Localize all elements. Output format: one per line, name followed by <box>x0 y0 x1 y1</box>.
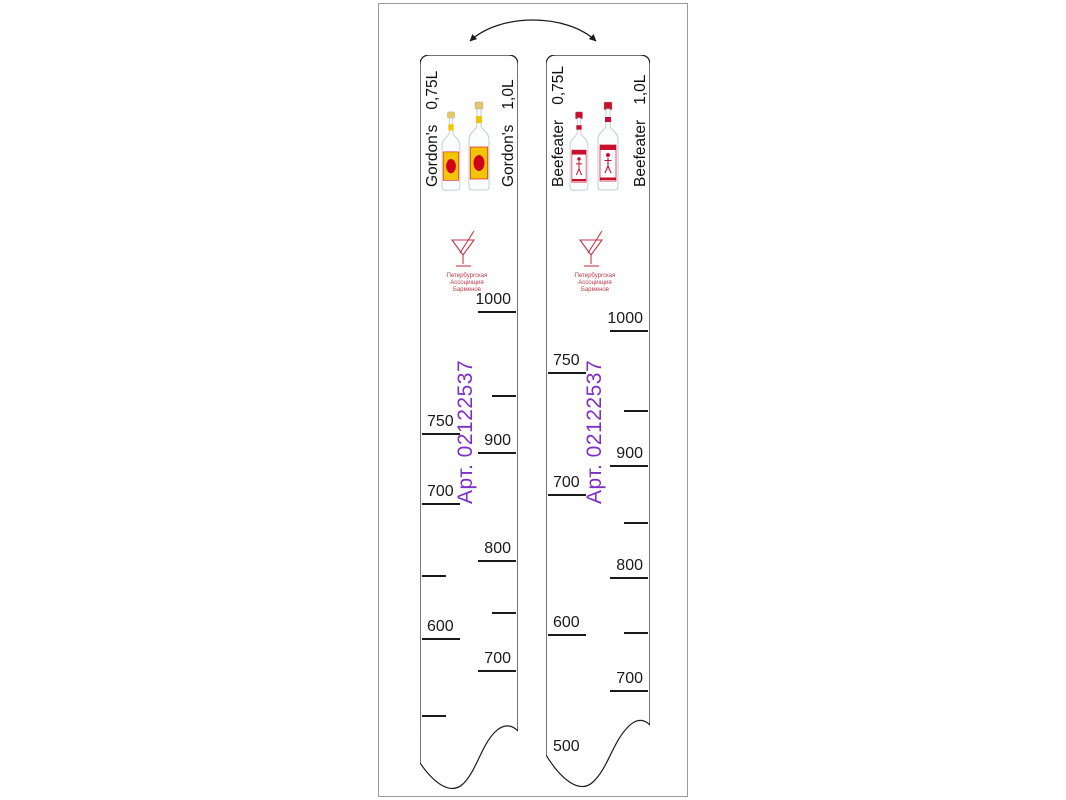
gin-bottle-small-icon <box>441 111 461 191</box>
ruler-outline <box>420 55 518 790</box>
logo-text-line: Петербургская <box>575 273 616 279</box>
scale-075l: 750 700 600 <box>420 55 518 800</box>
scale-tick <box>478 670 516 672</box>
scale-tick <box>422 575 446 577</box>
scale-value: 600 <box>427 618 454 635</box>
scale-value: 800 <box>484 540 511 557</box>
scale-value: 1000 <box>607 310 643 327</box>
scale-tick <box>492 395 516 397</box>
scale-tick <box>548 634 586 636</box>
flip-arrow-icon <box>469 19 597 42</box>
bartenders-association-logo: Петербургская Ассоциация Барменов <box>447 230 488 293</box>
logo-text-line: Барменов <box>581 287 609 293</box>
scale-075l: 750 700 600 500 <box>546 55 650 800</box>
scale-tick <box>624 522 648 524</box>
scale-tick <box>478 452 516 454</box>
scale-10l: 1000 900 800 700 <box>546 55 650 800</box>
scale-tick <box>548 372 586 374</box>
logo-text-line: Петербургская <box>447 273 488 279</box>
scale-tick <box>492 612 516 614</box>
scale-value: 1000 <box>475 291 511 308</box>
scale-value: 900 <box>484 432 511 449</box>
logo-text-line: Ассоциация <box>578 280 612 286</box>
scale-value: 750 <box>427 413 454 430</box>
scale-value: 600 <box>553 614 580 631</box>
logo-text-line: Ассоциация <box>450 280 484 286</box>
scale-tick <box>610 330 648 332</box>
scale-value: 700 <box>616 670 643 687</box>
scale-tick <box>478 560 516 562</box>
scale-value: 700 <box>553 474 580 491</box>
scale-value: 500 <box>553 738 580 755</box>
scale-tick <box>610 465 648 467</box>
logo-text-line: Барменов <box>453 287 481 293</box>
scale-tick <box>422 503 460 505</box>
gin-bottle-large-icon <box>597 101 619 191</box>
gin-bottle-large-icon <box>468 101 490 191</box>
scale-tick <box>624 632 648 634</box>
scale-tick <box>610 577 648 579</box>
scale-value: 750 <box>553 352 580 369</box>
scale-tick <box>422 638 460 640</box>
scale-tick <box>478 311 516 313</box>
scale-value: 900 <box>616 445 643 462</box>
scale-tick <box>624 410 648 412</box>
scale-tick <box>548 494 586 496</box>
scale-tick <box>422 433 460 435</box>
bar-ruler-gordons: Gordon's 0,75L Gordon's 1,0L Петербу <box>420 55 518 800</box>
scale-value: 700 <box>484 650 511 667</box>
ruler-outline <box>546 55 650 788</box>
bar-ruler-beefeater: Beefeater 0,75L Beefeater 1,0L <box>546 55 650 800</box>
scale-value: 800 <box>616 557 643 574</box>
scale-value: 700 <box>427 483 454 500</box>
gin-bottle-small-icon <box>569 111 589 191</box>
scale-tick <box>422 715 446 717</box>
bartenders-association-logo: Петербургская Ассоциация Барменов <box>575 230 616 293</box>
scale-tick <box>610 690 648 692</box>
scale-10l: 1000 900 800 700 <box>420 55 518 800</box>
